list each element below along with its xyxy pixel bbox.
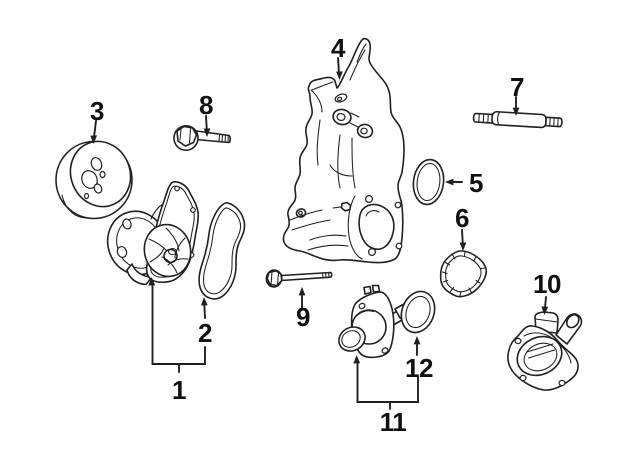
- part-label-11[interactable]: 11: [379, 407, 407, 437]
- pump-gasket-drawing: [198, 201, 246, 300]
- bolt-9-threads: [321, 272, 330, 279]
- leader-arrow-12: [413, 336, 421, 356]
- part-label-8[interactable]: 8: [199, 90, 213, 120]
- gasket-6-inner: [445, 255, 482, 293]
- leader-arrow-8: [203, 115, 211, 137]
- leader-arrow-10: [541, 296, 549, 315]
- bracket-port-opening: [358, 203, 395, 250]
- housing-tube-end: [565, 313, 580, 329]
- part-label-1[interactable]: 1: [172, 375, 186, 405]
- gasket-6-hatching: [441, 250, 487, 297]
- part-label-3[interactable]: 3: [90, 96, 104, 126]
- part-label-6[interactable]: 6: [455, 203, 469, 233]
- part-label-9[interactable]: 9: [296, 302, 310, 332]
- leader-arrow-7: [512, 96, 520, 116]
- thermostat-housing-drawing: [507, 311, 583, 391]
- stud-drawing: [472, 110, 563, 129]
- bolt-9-hex-head: [266, 270, 283, 287]
- bracket-drawing: [282, 37, 405, 264]
- leader-arrow-5: [445, 178, 463, 186]
- stud-collar: [497, 111, 500, 125]
- gasket-6-drawing: [439, 250, 488, 298]
- thermostat-drawing: [338, 284, 436, 359]
- bolt-9-shaft: [280, 271, 333, 282]
- pump-gasket-inner: [202, 207, 242, 295]
- bracket-outline: [282, 37, 405, 264]
- leader-arrow-9: [298, 287, 306, 310]
- part-label-4[interactable]: 4: [331, 33, 345, 63]
- pump-gasket-outer: [198, 201, 246, 300]
- pump-hub: [163, 248, 178, 264]
- callout-bracket-1: [148, 277, 206, 373]
- bolt-8-threads: [218, 134, 229, 143]
- part-label-10[interactable]: 10: [533, 269, 561, 299]
- part-label-5[interactable]: 5: [469, 168, 483, 198]
- pump-impeller-blades: [148, 227, 189, 274]
- leader-arrow-2: [200, 297, 208, 319]
- pulley-holes: [81, 157, 106, 200]
- bolt-8-drawing: [173, 125, 231, 151]
- bolt-8-hex-head: [176, 125, 198, 147]
- bolt-9-drawing: [265, 269, 333, 288]
- callout-bracket-11: [353, 355, 419, 410]
- stud-body: [491, 110, 547, 129]
- bolt-8-shaft: [195, 130, 231, 144]
- part-label-12[interactable]: 12: [405, 353, 433, 383]
- gasket-6-outer: [439, 250, 488, 298]
- leader-arrow-4: [336, 57, 343, 80]
- part-label-2[interactable]: 2: [198, 318, 212, 348]
- bracket-nut: [340, 201, 352, 212]
- thermostat-seal-ring: [400, 290, 436, 334]
- o-ring-drawing: [412, 158, 445, 206]
- thermostat-tabs: [363, 284, 381, 295]
- leader-arrow-3: [90, 120, 98, 144]
- housing-thermostat-bar: [526, 343, 556, 359]
- part-label-7[interactable]: 7: [510, 72, 524, 102]
- leader-arrows: [90, 57, 549, 410]
- pulley-rim-depth-line: [61, 194, 90, 219]
- water-pump-drawing: [106, 181, 200, 286]
- leader-arrow-6: [459, 229, 467, 251]
- pulley-drawing: [55, 140, 133, 220]
- bracket-inner-details: [289, 43, 403, 260]
